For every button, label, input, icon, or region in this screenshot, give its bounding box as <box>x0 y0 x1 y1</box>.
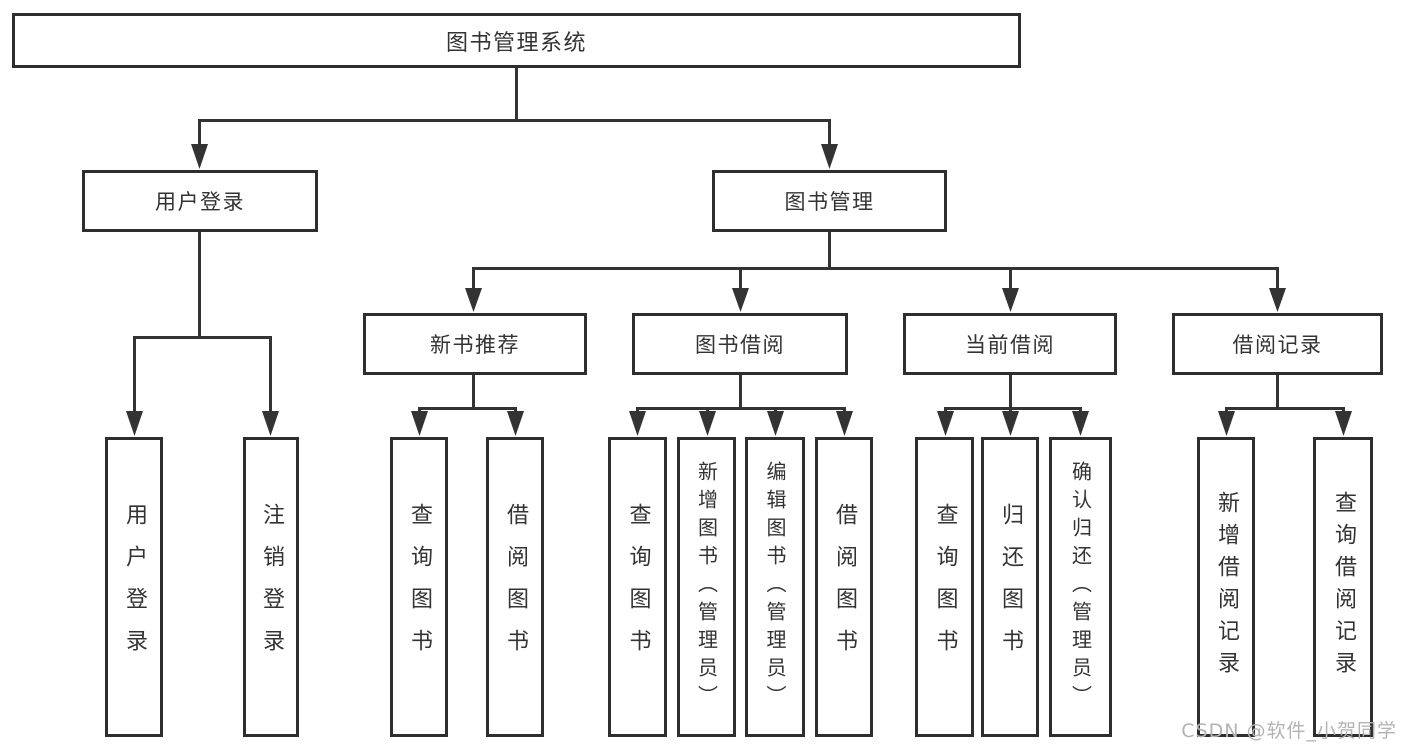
node-user-login-label: 用户登录 <box>155 190 245 214</box>
leaf-edit-book-admin: 编辑图书（管理员） <box>745 437 805 737</box>
leaf-add-book-admin: 新增图书（管理员） <box>677 437 736 737</box>
node-new-book-recommend-label: 新书推荐 <box>430 333 520 357</box>
node-book-management-label: 图书管理 <box>784 190 875 214</box>
leaf-return-books: 归还图书 <box>981 437 1039 737</box>
leaf-user-login: 用户登录 <box>105 437 163 737</box>
leaf-add-book-admin-label: 新增图书（管理员） <box>694 461 719 713</box>
node-book-borrow-label: 图书借阅 <box>695 333 785 357</box>
node-current-borrow-label: 当前借阅 <box>965 333 1055 357</box>
leaf-add-borrow-record: 新增借阅记录 <box>1197 437 1255 737</box>
leaf-borrow-books-2: 借阅图书 <box>815 437 873 737</box>
node-book-management: 图书管理 <box>712 170 947 232</box>
leaf-query-books-recommend: 查询图书 <box>390 437 448 737</box>
leaf-query-books-borrow: 查询图书 <box>608 437 667 737</box>
leaf-query-borrow-record-label: 查询借阅记录 <box>1331 491 1356 683</box>
leaf-confirm-return-admin-label: 确认归还（管理员） <box>1068 461 1093 713</box>
node-current-borrow: 当前借阅 <box>903 313 1117 375</box>
leaf-add-borrow-record-label: 新增借阅记录 <box>1214 491 1239 683</box>
leaf-logout: 注销登录 <box>243 437 299 737</box>
leaf-borrow-books-2-label: 借阅图书 <box>832 503 857 671</box>
leaf-query-books-recommend-label: 查询图书 <box>407 503 432 671</box>
leaf-borrow-books-recommend-label: 借阅图书 <box>503 503 528 671</box>
csdn-watermark: CSDN @软件_小贺同学 <box>1181 720 1397 742</box>
node-user-login: 用户登录 <box>82 170 318 232</box>
leaf-borrow-books-recommend: 借阅图书 <box>486 437 544 737</box>
leaf-confirm-return-admin: 确认归还（管理员） <box>1049 437 1112 737</box>
node-root-label: 图书管理系统 <box>445 30 587 56</box>
leaf-query-books-borrow-label: 查询图书 <box>625 503 651 671</box>
leaf-return-books-label: 归还图书 <box>998 503 1023 671</box>
node-root: 图书管理系统 <box>12 13 1021 68</box>
node-new-book-recommend: 新书推荐 <box>363 313 587 375</box>
leaf-query-books-current: 查询图书 <box>915 437 974 737</box>
leaf-query-books-current-label: 查询图书 <box>932 503 958 671</box>
leaf-user-login-label: 用户登录 <box>122 503 147 671</box>
node-book-borrow: 图书借阅 <box>632 313 848 375</box>
node-borrow-records: 借阅记录 <box>1172 313 1383 375</box>
leaf-query-borrow-record: 查询借阅记录 <box>1313 437 1373 737</box>
leaf-edit-book-admin-label: 编辑图书（管理员） <box>763 461 787 713</box>
leaf-logout-label: 注销登录 <box>259 503 284 671</box>
node-borrow-records-label: 借阅记录 <box>1232 333 1323 357</box>
